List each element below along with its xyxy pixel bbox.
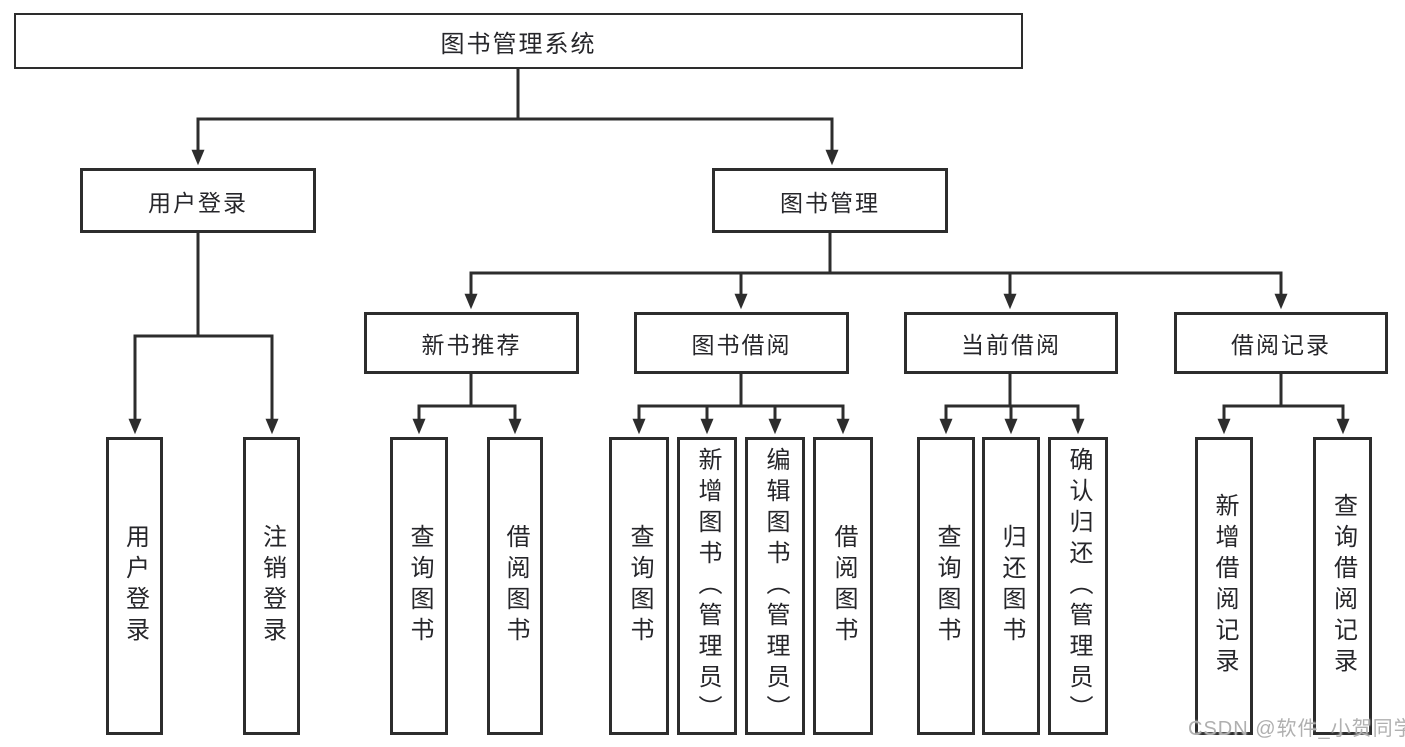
leaf-bb-edit-books-admin-label: 编辑图书（管理员） [762, 446, 789, 726]
leaf-br-add-record: 新增借阅记录 [1195, 437, 1253, 735]
leaf-logout-label: 注销登录 [258, 524, 286, 648]
csdn-watermark: CSDN @软件_小贺同学 [1188, 718, 1405, 740]
node-new-book-recommend-label: 新书推荐 [421, 332, 522, 358]
leaf-bb-add-books-admin-label: 新增图书（管理员） [694, 446, 721, 726]
leaf-cb-return-books-label: 归还图书 [998, 524, 1025, 648]
node-library-system: 图书管理系统 [14, 13, 1023, 69]
leaf-br-query-record-label: 查询借阅记录 [1329, 493, 1357, 679]
connector-new-book-trunk [417, 372, 517, 408]
node-book-management-label: 图书管理 [780, 189, 880, 216]
leaf-bb-query-books: 查询图书 [609, 437, 669, 735]
node-borrowing-records-label: 借阅记录 [1231, 332, 1331, 358]
leaf-nbr-borrow-books: 借阅图书 [487, 437, 543, 735]
node-user-login-branch: 用户登录 [80, 168, 316, 233]
node-library-system-label: 图书管理系统 [440, 30, 597, 58]
node-current-borrowing: 当前借阅 [904, 312, 1118, 374]
node-user-login-branch-label: 用户登录 [148, 189, 248, 216]
leaf-bb-borrow-books-label: 借阅图书 [830, 524, 857, 648]
node-book-borrowing-label: 图书借阅 [691, 332, 792, 358]
leaf-bb-add-books-admin: 新增图书（管理员） [677, 437, 737, 735]
leaf-cb-query-books: 查询图书 [917, 437, 975, 735]
node-book-management: 图书管理 [712, 168, 948, 233]
leaf-cb-return-books: 归还图书 [982, 437, 1040, 735]
connector-book-borrow-trunk [637, 372, 845, 408]
leaf-br-query-record: 查询借阅记录 [1313, 437, 1372, 735]
connector-book-management-trunk [469, 231, 1283, 275]
node-current-borrowing-label: 当前借阅 [961, 332, 1061, 358]
connector-current-borrow-trunk [944, 372, 1080, 408]
connector-user-login-trunk [133, 231, 274, 338]
leaf-user-login-label: 用户登录 [121, 524, 149, 648]
node-borrowing-records: 借阅记录 [1174, 312, 1388, 374]
leaf-cb-query-books-label: 查询图书 [933, 524, 960, 648]
leaf-nbr-query-books-label: 查询图书 [406, 524, 433, 648]
node-book-borrowing: 图书借阅 [634, 312, 849, 374]
node-new-book-recommend: 新书推荐 [364, 312, 579, 374]
leaf-br-add-record-label: 新增借阅记录 [1211, 493, 1238, 679]
leaf-bb-edit-books-admin: 编辑图书（管理员） [745, 437, 805, 735]
leaf-cb-confirm-return-admin-label: 确认归还（管理员） [1065, 446, 1092, 726]
leaf-nbr-borrow-books-label: 借阅图书 [502, 524, 529, 648]
connector-root-trunk [196, 67, 834, 121]
connector-borrow-records-trunk [1222, 372, 1345, 408]
leaf-nbr-query-books: 查询图书 [390, 437, 448, 735]
leaf-bb-borrow-books: 借阅图书 [813, 437, 873, 735]
leaf-user-login: 用户登录 [106, 437, 163, 735]
leaf-bb-query-books-label: 查询图书 [626, 524, 653, 648]
leaf-cb-confirm-return-admin: 确认归还（管理员） [1048, 437, 1108, 735]
leaf-logout: 注销登录 [243, 437, 300, 735]
